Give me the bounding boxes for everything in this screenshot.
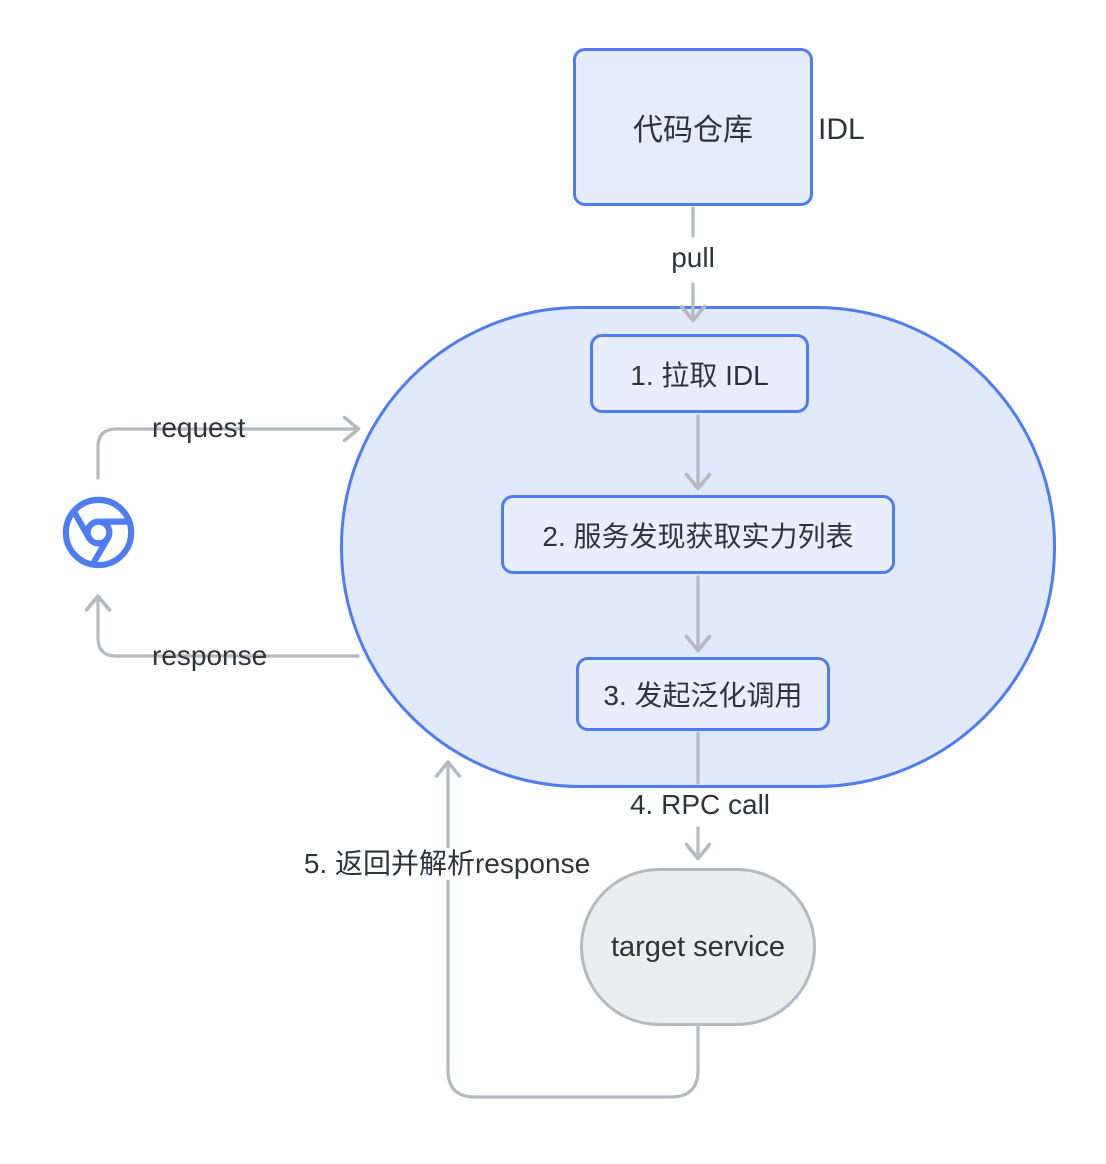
step3-node: 3. 发起泛化调用: [576, 657, 830, 731]
code-repo-label: 代码仓库: [633, 114, 753, 147]
rpc-call-label: 4. RPC call: [629, 789, 771, 820]
rpc-arrowhead-icon: [684, 842, 712, 861]
idl-label: IDL: [818, 113, 865, 146]
step2-node: 2. 服务发现获取实力列表: [501, 495, 895, 574]
step2-step3-arrowhead-icon: [684, 634, 712, 653]
step1-label: 1. 拉取 IDL: [630, 359, 769, 391]
chrome-icon: [62, 496, 135, 569]
client-browser: [55, 489, 142, 576]
step2-label: 2. 服务发现获取实力列表: [542, 520, 854, 552]
pull-label: pull: [671, 242, 715, 273]
target-service-label: target service: [610, 930, 786, 963]
response-arrowhead-icon: [84, 594, 112, 612]
code-repo-node: 代码仓库: [573, 48, 813, 206]
pull-arrowhead-icon: [679, 304, 707, 323]
request-line: [96, 427, 356, 480]
return-arrowhead-icon: [434, 760, 462, 778]
step1-step2-arrowhead-icon: [684, 472, 712, 491]
response-line: [96, 598, 360, 658]
target-service-node: target service: [580, 868, 816, 1026]
return-parse-label: 5. 返回并解析response: [295, 848, 599, 881]
response-label: response: [152, 640, 268, 671]
request-arrowhead-icon: [342, 415, 361, 443]
step1-node: 1. 拉取 IDL: [590, 334, 809, 413]
return-line: [446, 764, 700, 1099]
request-label: request: [152, 412, 246, 443]
step3-label: 3. 发起泛化调用: [603, 680, 803, 711]
